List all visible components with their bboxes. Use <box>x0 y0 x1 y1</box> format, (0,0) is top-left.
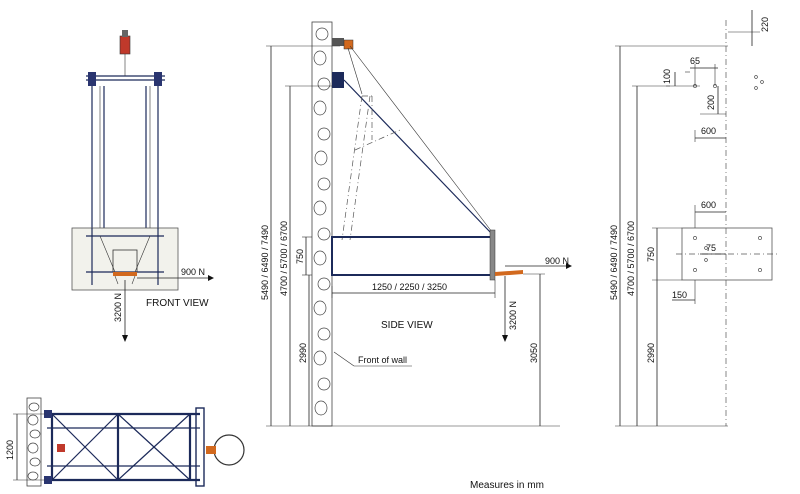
side-view: 900 N 3200 N 1250 / 2250 / 3250 750 5490… <box>260 21 572 427</box>
right-edge-offset-dim: 150 <box>672 290 687 300</box>
right-bolt-vertical-dim: 100 <box>662 69 672 84</box>
front-view: 900 N 3200 N FRONT VIEW <box>71 30 214 342</box>
right-upper-width-dim: 600 <box>701 126 716 136</box>
side-horizontal-load: 900 N <box>545 256 569 266</box>
right-bolt-spacing-dim: 65 <box>690 56 700 66</box>
measures-note: Measures in mm <box>470 480 544 491</box>
front-of-wall-label: Front of wall <box>358 355 407 365</box>
right-top-offset-dim: 220 <box>760 17 770 32</box>
backboard-front <box>71 227 179 291</box>
right-inner-bolt-dim: 75 <box>706 243 716 253</box>
side-projection-dim: 1250 / 2250 / 3250 <box>372 282 447 292</box>
plan-depth-dim: 1200 <box>5 440 15 460</box>
front-view-title: FRONT VIEW <box>146 298 209 309</box>
right-bracket-offset-dim: 200 <box>706 95 716 110</box>
side-vertical-load: 3200 N <box>508 301 518 330</box>
side-rim-height-dim: 3050 <box>529 343 539 363</box>
side-lower-height-dim: 2990 <box>298 343 308 363</box>
wall-stones <box>313 27 331 416</box>
side-upper-height-dim: 4700 / 5700 / 6700 <box>279 221 289 296</box>
right-plate-width-dim: 600 <box>701 200 716 210</box>
side-board-height-dim: 750 <box>295 249 305 264</box>
right-lower-height-dim: 2990 <box>646 343 656 363</box>
rim-plan <box>213 434 245 466</box>
wall-side <box>311 21 333 427</box>
winch-icon <box>119 35 131 55</box>
rim-side <box>495 270 523 276</box>
winch-side-icon <box>343 39 354 50</box>
boom-side <box>331 236 493 276</box>
side-view-title: SIDE VIEW <box>381 320 433 331</box>
plan-view: 1200 <box>5 397 245 487</box>
right-upper-height-dim: 4700 / 5700 / 6700 <box>626 221 636 296</box>
right-total-height-dim: 5490 / 6490 / 7490 <box>609 225 619 300</box>
rim-front <box>113 272 137 276</box>
front-vertical-load: 3200 N <box>113 293 123 322</box>
right-plate-height-dim: 750 <box>646 247 656 262</box>
front-horizontal-load: 900 N <box>181 267 205 277</box>
side-total-height-dim: 5490 / 6490 / 7490 <box>260 225 270 300</box>
wall-plate-elevation: 220 100 65 200 600 600 <box>609 10 778 427</box>
winch-plan-icon <box>57 444 65 452</box>
